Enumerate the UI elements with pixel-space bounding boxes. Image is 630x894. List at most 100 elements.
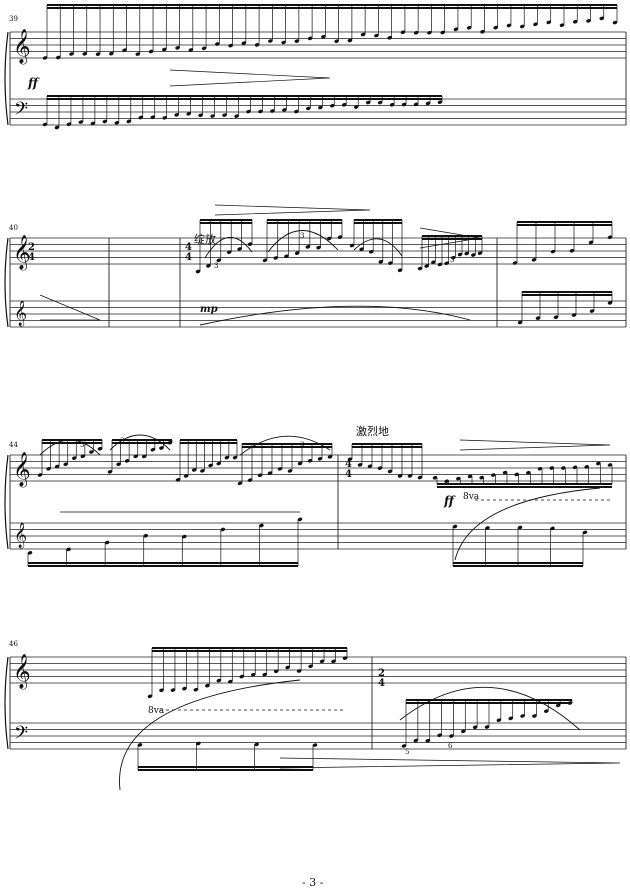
notehead [259,523,264,528]
notehead [388,261,393,265]
notehead [444,261,449,266]
notehead [192,468,197,472]
brace [4,237,9,328]
notehead [451,255,456,260]
notehead [174,113,179,117]
time-sig-top-2d: 2 [378,668,385,679]
notehead [496,718,502,722]
notehead [80,454,86,459]
notehead [297,461,303,466]
hairpins [39,69,621,769]
notehead [195,269,201,274]
notehead [437,262,443,267]
notehead [107,469,113,474]
notehead [452,524,458,529]
notehead [477,251,483,255]
notehead [294,39,300,43]
notehead [397,268,403,273]
notehead [526,470,531,475]
notehead [327,455,333,459]
notehead [453,27,459,32]
notehead [133,454,138,459]
notehead [349,243,355,248]
notehead [82,52,88,56]
notehead [250,672,256,677]
notehead [549,466,554,470]
notehead [532,714,537,718]
time-sig-top-2: 2 [28,242,35,253]
notehead [208,463,213,468]
notehead [377,466,383,470]
notehead [588,240,594,245]
notehead [247,478,253,482]
notehead [37,473,43,477]
time-sig-bottom-4c: 4 [345,469,352,480]
beams [28,4,617,771]
notehead [331,659,336,664]
notehead [277,467,283,471]
notehead [237,247,242,251]
notehead [400,30,406,35]
notehead [281,40,286,45]
notehead [457,252,463,257]
notehead [440,30,445,35]
notehead [491,473,496,477]
notehead [305,245,311,249]
treble-clef: 𝄞 [14,300,27,326]
notehead [241,41,247,45]
notehead [254,742,259,747]
notehead [205,683,210,688]
notehead [63,462,68,466]
notehead [66,122,72,127]
notehead [102,119,108,124]
notehead [159,688,164,693]
barlines [4,31,627,750]
notehead [215,42,220,46]
staff-lines [10,31,626,750]
slur [204,236,253,259]
notehead [479,475,484,480]
notehead [138,115,143,120]
notehead [506,23,512,28]
clefs: 𝄞𝄢𝄞𝄞𝄞𝄞𝄞𝄢 [13,29,31,748]
notehead [239,674,245,679]
notehead [519,24,525,29]
notehead [175,46,180,50]
notehead [216,258,222,263]
noteheads [27,16,618,748]
notehead [444,479,449,483]
notehead [126,119,132,124]
notehead [427,30,432,35]
notehead [220,527,226,532]
notehead [368,249,374,254]
notehead [550,526,555,531]
notehead [308,664,313,669]
hairpin [459,439,611,451]
notehead [367,464,373,468]
notehead [555,703,561,708]
notehead [514,472,519,477]
hairpin [419,227,481,249]
notehead [387,469,393,474]
notehead [143,533,148,538]
notehead [188,48,194,52]
notehead [135,52,141,56]
notehead [389,102,395,107]
notehead [257,473,263,478]
brace [4,31,9,126]
notehead [27,551,33,555]
notehead [42,122,48,127]
notehead [512,261,518,265]
notehead [571,313,577,317]
notehead [262,672,267,677]
notehead [378,259,384,264]
notehead [559,23,565,27]
tuplet-6: 6 [448,742,453,750]
notehead [72,456,77,460]
notehead [502,470,508,475]
notehead [485,526,490,530]
notehead [397,474,403,478]
notehead [424,264,429,268]
notehead [137,743,143,747]
